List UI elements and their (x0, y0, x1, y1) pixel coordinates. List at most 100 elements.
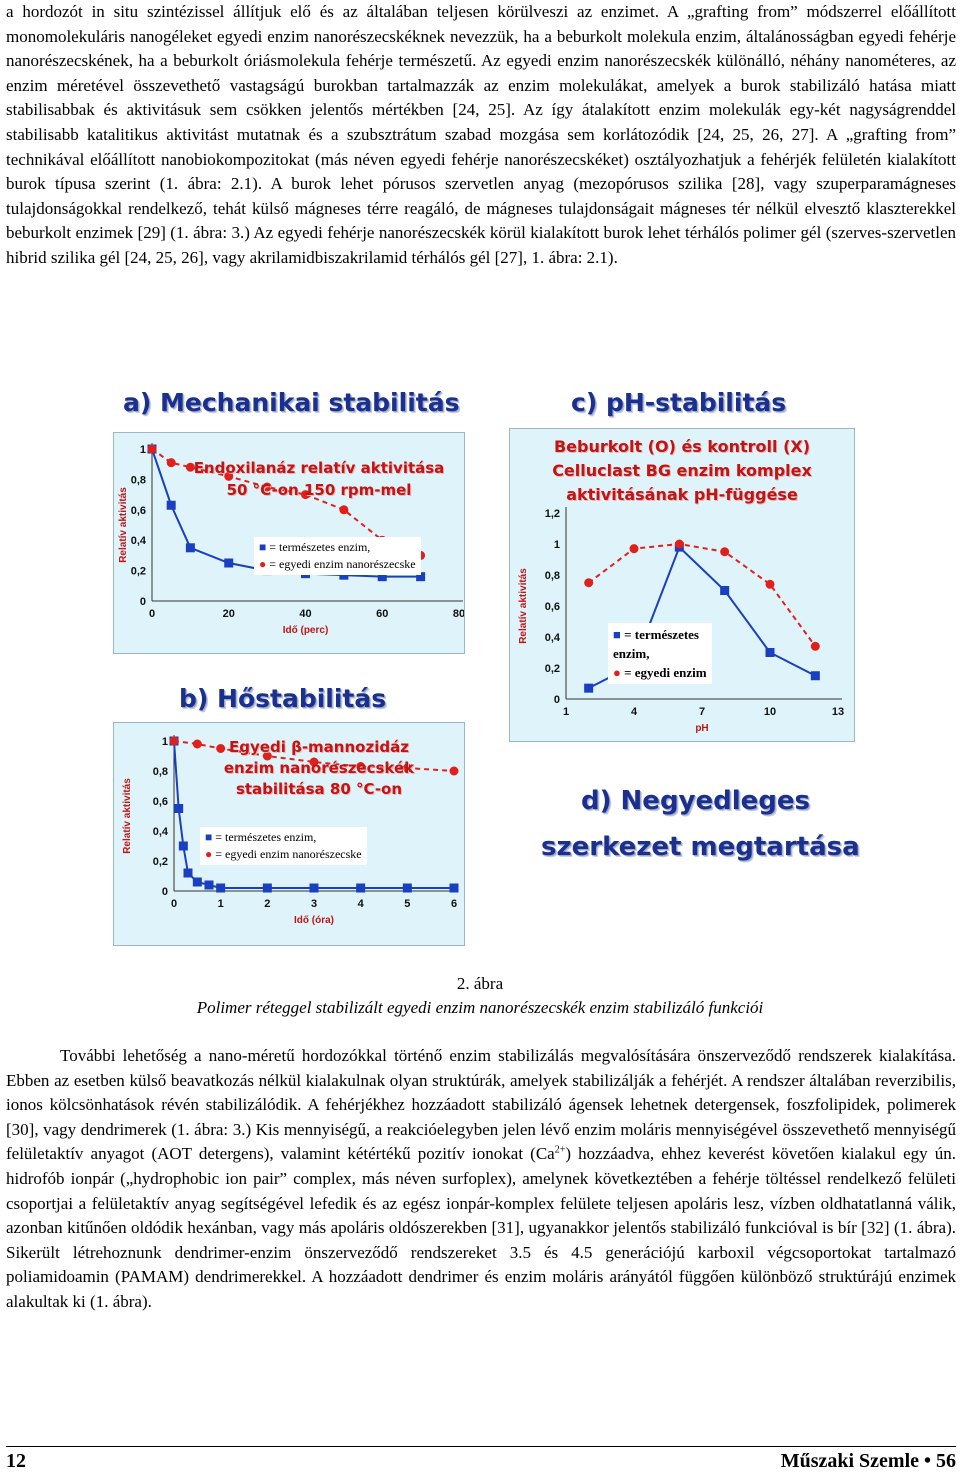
x-tick-label: 0 (149, 608, 155, 620)
data-point-native (416, 572, 426, 582)
y-tick-label: 0,4 (131, 535, 147, 547)
data-point-nano (185, 462, 195, 472)
data-point-nano (810, 641, 820, 651)
dot-marker-icon: ● (259, 557, 267, 571)
y-tick-label: 1 (554, 539, 560, 551)
data-point-native (356, 883, 366, 893)
data-point-nano (224, 471, 234, 481)
data-point-native (449, 883, 459, 893)
square-marker-icon: ■ (259, 540, 267, 554)
data-point-nano (674, 539, 684, 549)
body-paragraph-2: További lehetőség a nano-méretű hordozók… (6, 1046, 956, 1311)
chart-c-subtitle-line2: Celluclast BG enzim komplex (552, 461, 812, 480)
chart-b-legend: ■ = természetes enzim, ● = egyedi enzim … (200, 827, 367, 865)
data-point-nano (449, 766, 459, 776)
journal-name: Műszaki Szemle • 56 (780, 1450, 956, 1472)
figure-caption-number: 2. ábra (456, 974, 504, 993)
chart-c-subtitle-line1: Beburkolt (O) és kontroll (X) (553, 437, 811, 456)
y-tick-label: 0,8 (153, 766, 168, 778)
data-point-native (402, 883, 412, 893)
y-tick-label: 0,2 (131, 566, 146, 578)
legend-native-line1: ■ = természetes (613, 627, 699, 642)
chart-a-subtitle: Endoxilanáz relatív aktivitása 50 °C-on … (174, 457, 464, 501)
data-point-native (262, 883, 272, 893)
x-tick-label: 80 (453, 608, 464, 620)
dot-marker-icon: ● (205, 847, 213, 861)
data-point-nano (169, 736, 179, 746)
series-native-line (173, 740, 454, 889)
x-tick-label: 0 (171, 898, 177, 910)
data-point-nano (339, 505, 349, 515)
data-point-nano (720, 547, 730, 557)
data-point-native (174, 804, 184, 813)
x-tick-label: 1 (563, 706, 569, 718)
data-point-native (224, 558, 234, 568)
chart-c-subtitle-line3: aktivitásának pH-függése (566, 485, 798, 504)
panel-a-title: a) Mechanikai stabilitás (123, 388, 460, 417)
y-tick-label: 0,6 (131, 505, 146, 517)
chart-c-legend: ■ = természetes enzim, ● = egyedi enzim (608, 623, 712, 684)
x-tick-label: 6 (451, 898, 457, 910)
body-paragraph-1: a hordozót in situ szintézissel állítjuk… (6, 2, 956, 267)
x-tick-label: 5 (404, 898, 410, 910)
y-tick-label: 1 (162, 736, 168, 748)
x-axis-label: Idő (perc) (283, 625, 329, 636)
y-tick-label: 0,4 (545, 632, 561, 644)
data-point-native (810, 671, 820, 681)
y-tick-label: 1 (140, 444, 146, 456)
y-tick-label: 1,2 (545, 508, 560, 520)
chart-b-subtitle-line3: stabilitása 80 °C-on (235, 780, 403, 798)
data-point-native (309, 883, 319, 893)
data-point-native (185, 543, 195, 553)
y-tick-label: 0,6 (153, 796, 168, 808)
chart-a-subtitle-line1: Endoxilanáz relatív aktivitása (193, 459, 445, 477)
data-point-native (204, 880, 214, 890)
series-nano-line (588, 542, 817, 647)
y-axis-label: Relatív aktivitás (518, 568, 529, 644)
x-tick-label: 7 (699, 706, 705, 718)
legend-nano: ● = egyedi enzim nanorészecske (205, 847, 362, 861)
x-axis-label: Idő (óra) (294, 915, 334, 926)
data-point-native (216, 883, 226, 893)
y-tick-label: 0,2 (153, 856, 168, 868)
chart-b-subtitle: Egyedi β-mannozidáz enzim nanorészecskék… (174, 737, 464, 800)
data-point-native (720, 586, 730, 595)
data-point-native (339, 570, 349, 580)
chart-a-legend: ■ = természetes enzim, ● = egyedi enzim … (254, 537, 421, 575)
data-point-nano (584, 578, 594, 588)
data-point-native (183, 868, 193, 878)
y-tick-label: 0,4 (153, 826, 169, 838)
square-marker-icon: ■ (205, 830, 213, 844)
data-point-native (584, 683, 594, 693)
data-point-nano (192, 739, 202, 749)
data-point-native (192, 877, 202, 887)
y-axis-label: Relatív aktivitás (118, 487, 129, 563)
panel-b-title: b) Hőstabilitás (179, 684, 387, 713)
x-tick-label: 20 (223, 608, 235, 620)
y-axis-label: Relatív aktivitás (122, 778, 133, 854)
chart-b-subtitle-line2: enzim nanorészecskék (223, 759, 415, 777)
chart-a-subtitle-line2: 50 °C-on 150 rpm-mel (226, 481, 412, 499)
chart-b-subtitle-line1: Egyedi β-mannozidáz (229, 738, 409, 756)
x-tick-label: 1 (218, 898, 224, 910)
figure-caption-text: Polimer réteggel stabilizált egyedi enzi… (196, 998, 764, 1017)
legend-nano: ● = egyedi enzim (613, 665, 707, 680)
data-point-native (166, 500, 176, 510)
x-tick-label: 10 (764, 706, 776, 718)
footer-divider (6, 1446, 956, 1447)
data-point-nano (765, 579, 775, 589)
data-point-nano (262, 751, 272, 761)
data-point-nano (166, 458, 176, 468)
data-point-nano (309, 757, 319, 767)
x-tick-label: 40 (299, 608, 311, 620)
data-point-nano (216, 744, 226, 753)
data-point-nano (147, 444, 157, 454)
x-tick-label: 4 (631, 706, 638, 718)
y-tick-label: 0,8 (545, 570, 560, 582)
panel-c-title: c) pH-stabilitás (571, 388, 787, 417)
